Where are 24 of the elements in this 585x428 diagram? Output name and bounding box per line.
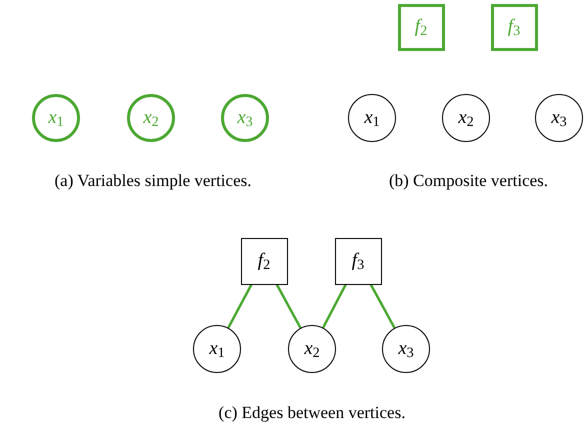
caption: (c) Edges between vertices. xyxy=(218,402,406,424)
vertex-label: x$_{1}$ xyxy=(209,336,225,364)
vertex-label: f$_{3}$ xyxy=(508,14,520,42)
vertex-label: f$_{2}$ xyxy=(258,248,270,276)
edge-line xyxy=(227,283,253,328)
vertex-label: x$_{2}$ xyxy=(304,336,320,364)
factor-box xyxy=(334,238,382,284)
vertex-label: x$_{2}$ xyxy=(458,106,474,132)
vertex-label: f$_{3}$ xyxy=(352,248,364,276)
vertex-label: f$_{2}$ xyxy=(414,14,428,42)
factor-box xyxy=(398,4,444,50)
vertex-label: x$_{3}$ xyxy=(551,106,567,132)
edge-line xyxy=(275,283,302,329)
vertex-label: x$_{1}$ xyxy=(364,106,380,132)
factor-box xyxy=(240,238,288,284)
vertex-label: x$_{3}$ xyxy=(398,336,414,364)
factor-box xyxy=(490,4,538,50)
edge-line xyxy=(322,283,348,328)
caption: (a) Variables simple vertices. xyxy=(53,170,252,192)
vertex-label: x$_{1}$ xyxy=(48,106,64,132)
vertex-label: x$_{3}$ xyxy=(237,106,253,132)
edge-line xyxy=(369,283,396,329)
caption: (b) Composite vertices. xyxy=(388,170,550,192)
vertex-label: x$_{2}$ xyxy=(143,106,159,132)
